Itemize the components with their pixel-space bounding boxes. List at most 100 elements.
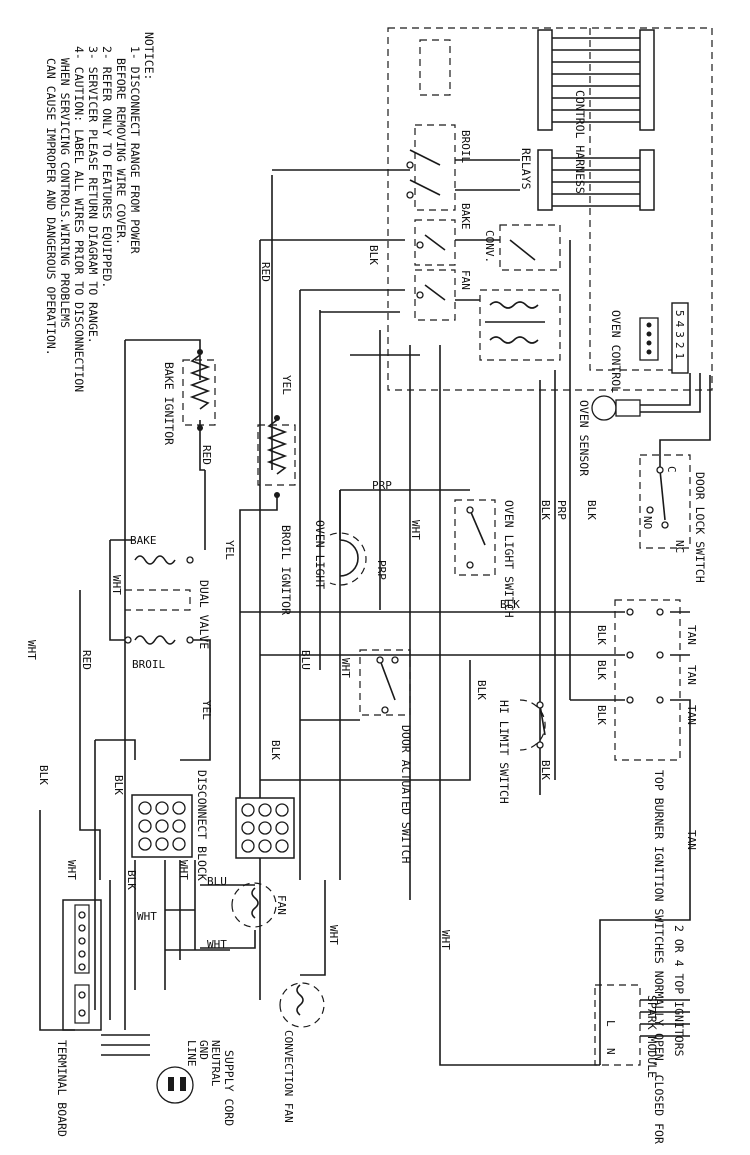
wire-blk-far-right: BLK	[585, 500, 598, 520]
control-harness-connectors	[537, 29, 655, 211]
wire-tan-1: TAN	[685, 625, 698, 645]
door-actuated-switch-label: DOOR ACTUATED SWITCH	[399, 725, 413, 864]
notice-line-1: 1- DISCONNECT RANGE FROM POWER	[128, 46, 142, 254]
wire-blk-sw3: BLK	[595, 705, 608, 725]
door-lock-c: C	[665, 466, 678, 473]
wire-blk-sw1: BLK	[595, 625, 608, 645]
disconnect-block-left	[131, 794, 193, 858]
wire-wht-left-term: WHT	[65, 860, 78, 880]
oven-control-label: OVEN CONTROL	[609, 310, 623, 393]
conv-relay-label: CONV.	[483, 230, 496, 263]
wire-yel-mid: YEL	[223, 540, 236, 560]
oven-control-pins: 5 4 3 2 1	[673, 310, 686, 359]
relays-label: RELAYS	[519, 148, 533, 190]
dual-valve-label: DUAL VALVE	[197, 580, 211, 649]
line-label: LINE	[185, 1040, 198, 1067]
spark-module-label: SPARK MODULE	[645, 995, 659, 1078]
notice-line-2: BEFORE REMOVING WIRE COVER.	[114, 58, 128, 245]
oven-sensor	[591, 373, 701, 421]
door-lock-switch-label: DOOR LOCK SWITCH	[693, 472, 707, 583]
bake-ignitor-label: BAKE IGNITOR	[162, 362, 176, 445]
spark-module-n: N	[604, 1048, 617, 1055]
oven-sensor-label: OVEN SENSOR	[577, 400, 591, 476]
neutral-label: NEUTRAL	[209, 1040, 222, 1087]
wire-blk-left: BLK	[37, 765, 50, 785]
broil-ignitor-label: BROIL IGNITOR	[279, 525, 293, 615]
wire-prp-right: PRP	[555, 500, 568, 520]
door-lock-nc: NC	[673, 540, 686, 553]
wire-red-top: RED	[259, 262, 272, 282]
oven-control	[639, 302, 689, 374]
notice-line-3: 2- REFER ONLY TO FEATURES EQUIPPED.	[100, 46, 114, 288]
disconnect-block-label: DISCONNECT BLOCK	[195, 770, 209, 881]
top-burner-switches-label: TOP BURNER IGNITION SWITCHES NORMALLY OP…	[652, 770, 666, 1150]
wire-yel-low: YEL	[200, 700, 213, 720]
wire-blk-right: BLK	[539, 500, 552, 520]
supply-cord-label: SUPPLY CORD	[222, 1050, 236, 1126]
notice-line-6: WHEN SERVICING CONTROLS.WIRING PROBLEMS	[58, 58, 72, 328]
wire-wht-door: WHT	[339, 658, 352, 678]
component-labels: BAKE IGNITOR BROIL IGNITOR DUAL VALVE BA…	[55, 362, 686, 1155]
wire-blk-term: BLK	[125, 870, 138, 890]
gnd-label: GND	[197, 1040, 210, 1060]
fan-relay-label: FAN	[459, 270, 472, 290]
oven-light-switch-label: OVEN LIGHT SWITCH	[502, 500, 516, 618]
wire-blk-sw2: BLK	[595, 660, 608, 680]
wire-yel-top: YEL	[280, 375, 293, 395]
wire-blk-top: BLK	[367, 245, 380, 265]
wire-prp-light: PRP	[375, 560, 388, 580]
door-lock-switch	[639, 375, 711, 549]
valve-bake-label: BAKE	[130, 534, 157, 547]
transformer	[485, 301, 545, 344]
wire-blu-mid: BLU	[299, 650, 312, 670]
wire-tan-4: TAN	[685, 830, 698, 850]
wire-wht-valve: WHT	[110, 575, 123, 595]
wire-blu-fan: BLU	[207, 875, 227, 888]
wire-blk-bus: BLK	[500, 598, 520, 611]
wire-blk-hilimit: BLK	[475, 680, 488, 700]
notice-line-7: CAN CAUSE IMPROPER AND DANGEROUS OPERATI…	[44, 58, 58, 356]
wire-wht-term: WHT	[137, 910, 157, 923]
supply-cord-plug	[156, 1066, 194, 1104]
bake-relay-label: BAKE	[459, 203, 472, 230]
wire-blk-low: BLK	[539, 760, 552, 780]
notice-title: NOTICE:	[142, 32, 156, 80]
relay-contacts	[406, 149, 536, 301]
wire-wht-conv: WHT	[327, 925, 340, 945]
ctrl-pin-3: 3	[673, 331, 686, 338]
top-ignitors-label: 2 OR 4 TOP IGNITORS	[672, 925, 686, 1057]
wire-prp-top: PRP	[372, 479, 392, 492]
door-lock-no: NO	[641, 516, 654, 529]
wire-wht-bottom: WHT	[439, 930, 452, 950]
fan-label: FAN	[275, 895, 288, 915]
valve-broil-label: BROIL	[132, 658, 165, 671]
notice-line-5: 4- CAUTION: LABEL ALL WIRES PRIOR TO DIS…	[72, 46, 86, 392]
control-harness-label: CONTROL HARNESS	[573, 90, 587, 194]
terminal-board-label: TERMINAL BOARD	[55, 1040, 69, 1137]
wire-wht-fan: WHT	[207, 938, 227, 951]
wire-wht-left: WHT	[25, 640, 38, 660]
terminal-board	[62, 899, 150, 1056]
ctrl-pin-2: 2	[673, 342, 686, 349]
wire-tan-2: TAN	[685, 665, 698, 685]
oven-light-label: OVEN LIGHT	[313, 520, 327, 589]
ctrl-pin-5: 5	[673, 310, 686, 317]
wire-red-ignitor: RED	[200, 445, 213, 465]
wire-wht-mid: WHT	[409, 520, 422, 540]
wire-color-labels: RED YEL BLK RED YEL WHT RED WHT YEL BLK …	[25, 245, 698, 951]
disconnect-block-right	[235, 797, 295, 859]
wire-red-left: RED	[80, 650, 93, 670]
ctrl-pin-4: 4	[673, 321, 686, 328]
control-enclosure	[387, 27, 713, 391]
convection-fan-label: CONVECTION FAN	[282, 1030, 295, 1123]
wire-wht-block: WHT	[177, 860, 190, 880]
notice-line-4: 3- SERVICER PLEASE RETURN DIAGRAM TO RAN…	[86, 46, 100, 344]
broil-relay-label: BROIL	[459, 130, 472, 163]
main-wires	[39, 169, 691, 1066]
notice-block: NOTICE: 1- DISCONNECT RANGE FROM POWER B…	[44, 32, 156, 392]
wire-blk-block: BLK	[269, 740, 282, 760]
hi-limit-switch-label: HI LIMIT SWITCH	[497, 700, 511, 804]
ctrl-pin-1: 1	[673, 353, 686, 360]
